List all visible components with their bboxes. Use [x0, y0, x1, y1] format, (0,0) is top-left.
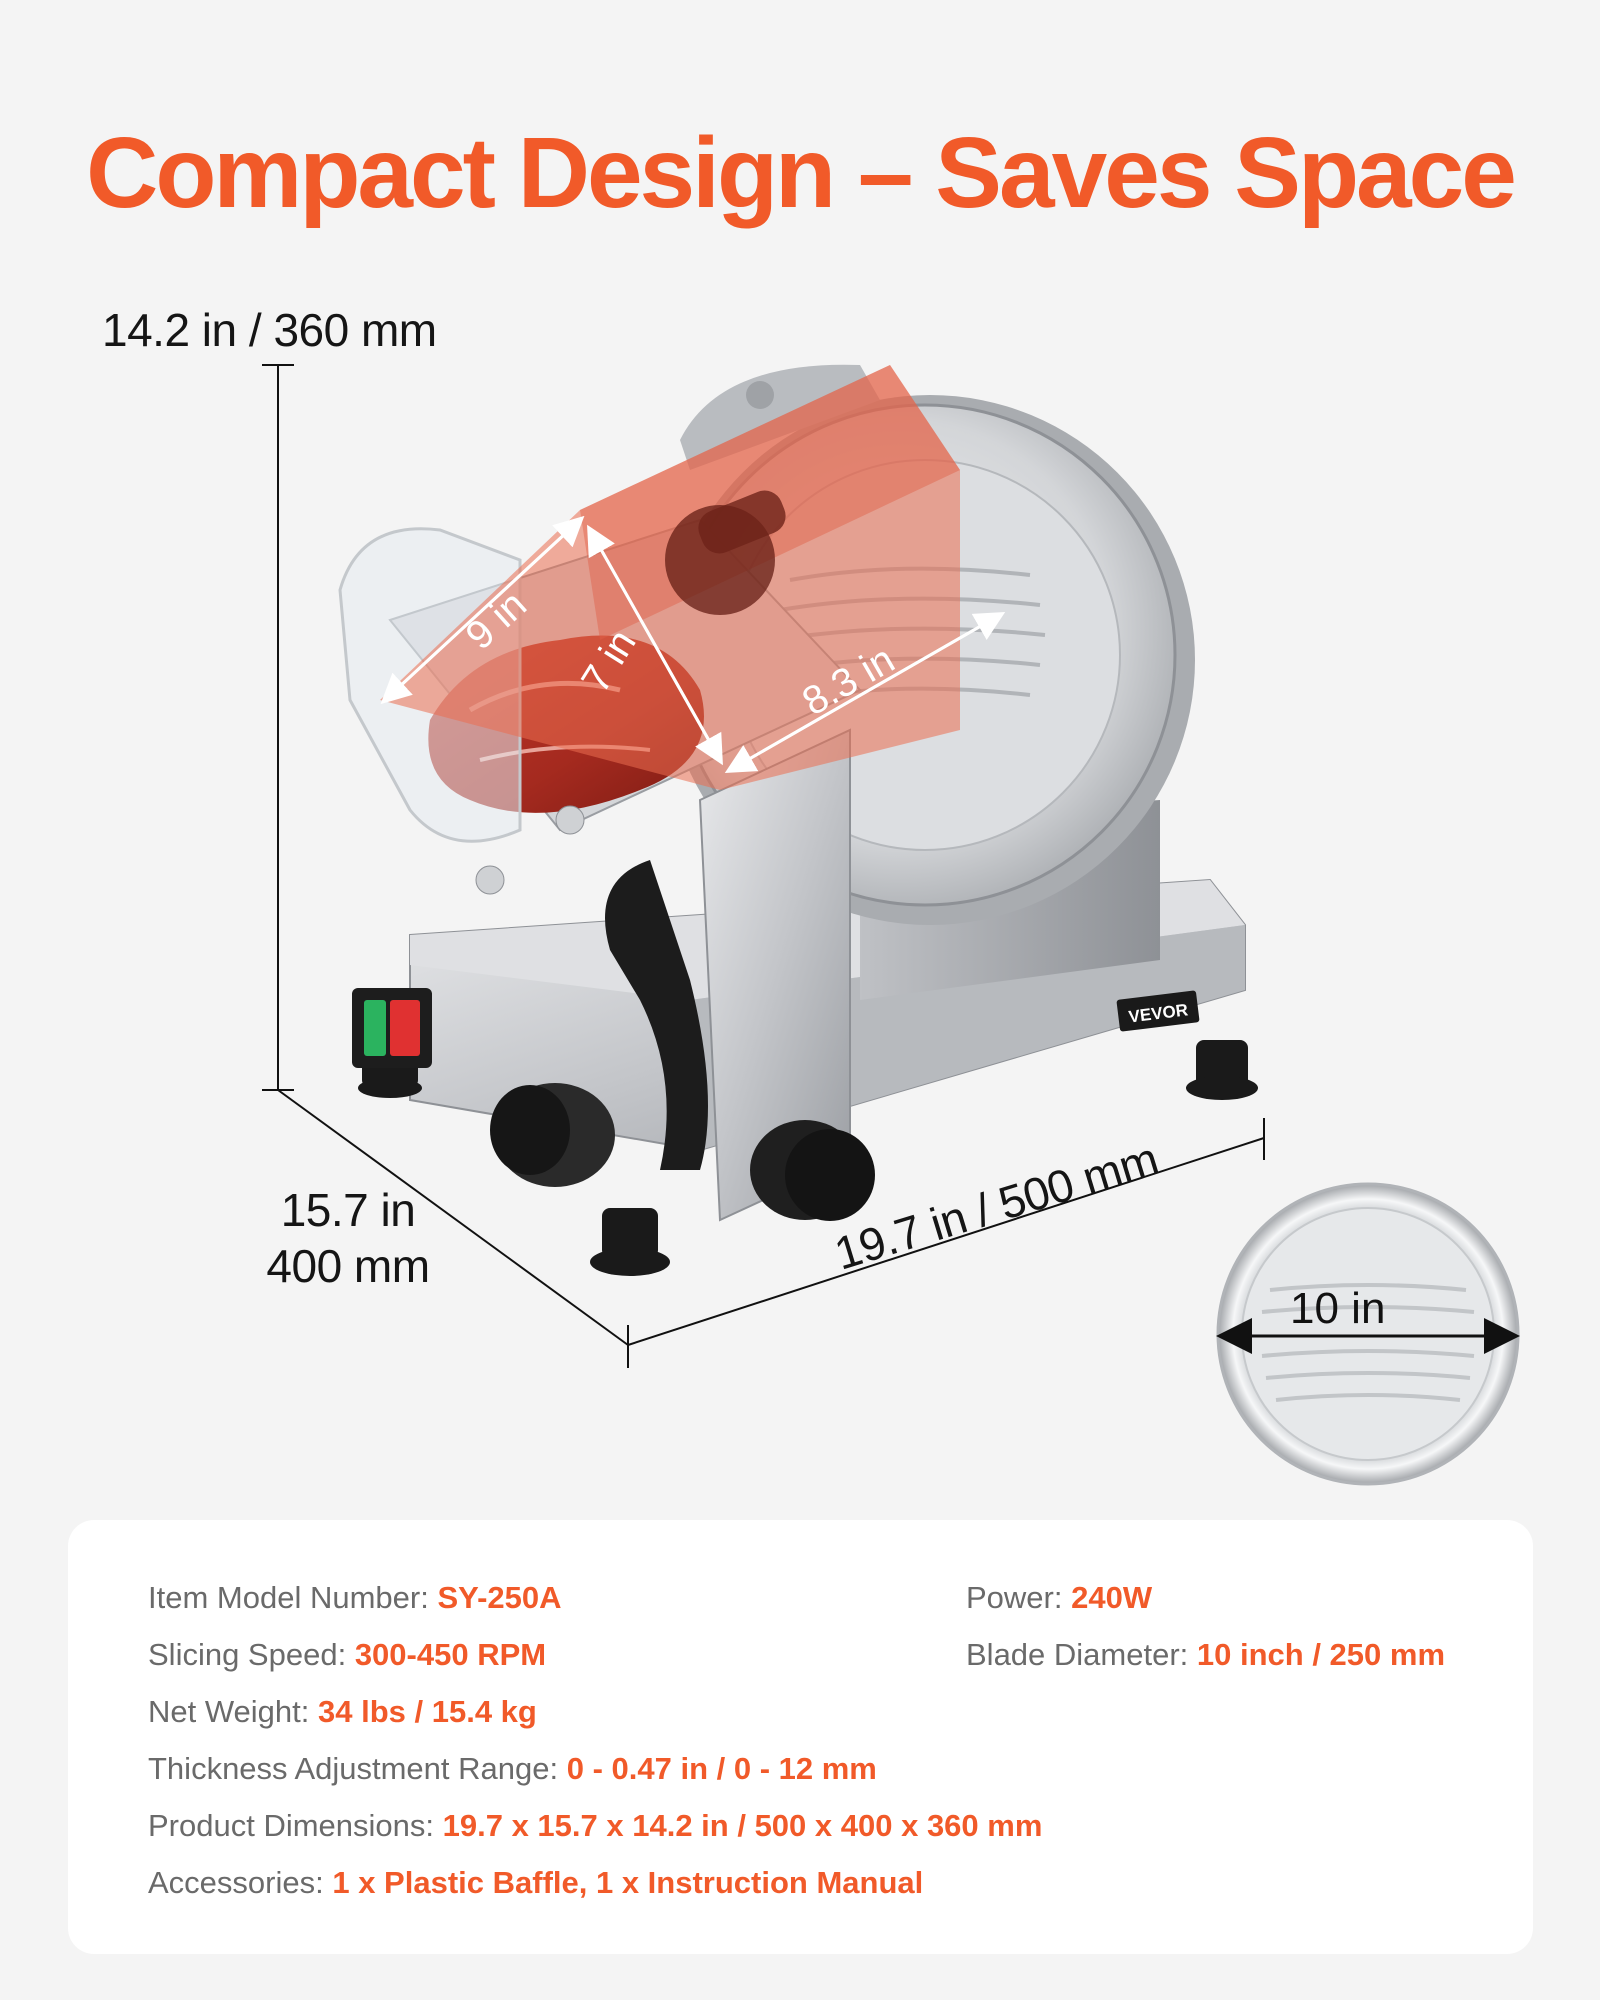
depth-mm-label: 400 mm	[266, 1240, 430, 1292]
spec-accessories: Accessories: 1 x Plastic Baffle, 1 x Ins…	[148, 1865, 924, 1900]
spec-card: Item Model Number: SY-250A Power: 240W S…	[68, 1520, 1533, 1954]
spec-model: Item Model Number: SY-250A	[148, 1580, 562, 1615]
spec-blade-diameter: Blade Diameter: 10 inch / 250 mm	[966, 1637, 1446, 1672]
product-illustration: VEVOR 9 in 7 in 8.3 in	[262, 364, 1520, 1486]
tray-dimension-overlay	[380, 365, 1006, 790]
spec-slicing-speed: Slicing Speed: 300-450 RPM	[148, 1637, 547, 1672]
brand-logo: VEVOR	[1116, 990, 1200, 1032]
depth-dimension-label: 15.7 in 400 mm	[248, 1182, 448, 1294]
page-title: Compact Design – Saves Space	[86, 117, 1517, 229]
power-switch	[352, 988, 432, 1068]
spec-net-weight: Net Weight: 34 lbs / 15.4 kg	[148, 1694, 537, 1729]
feet	[358, 1040, 1258, 1276]
depth-in-label: 15.7 in	[280, 1184, 416, 1236]
blade-diagram	[1216, 1182, 1520, 1486]
blade-dimension-label: 10 in	[1290, 1284, 1386, 1333]
spec-thickness-range: Thickness Adjustment Range: 0 - 0.47 in …	[148, 1751, 877, 1786]
spec-power: Power: 240W	[966, 1580, 1153, 1615]
spec-product-dimensions: Product Dimensions: 19.7 x 15.7 x 14.2 i…	[148, 1808, 1043, 1843]
dimension-lines	[262, 364, 1265, 1368]
height-dimension-label: 14.2 in / 360 mm	[102, 304, 437, 356]
